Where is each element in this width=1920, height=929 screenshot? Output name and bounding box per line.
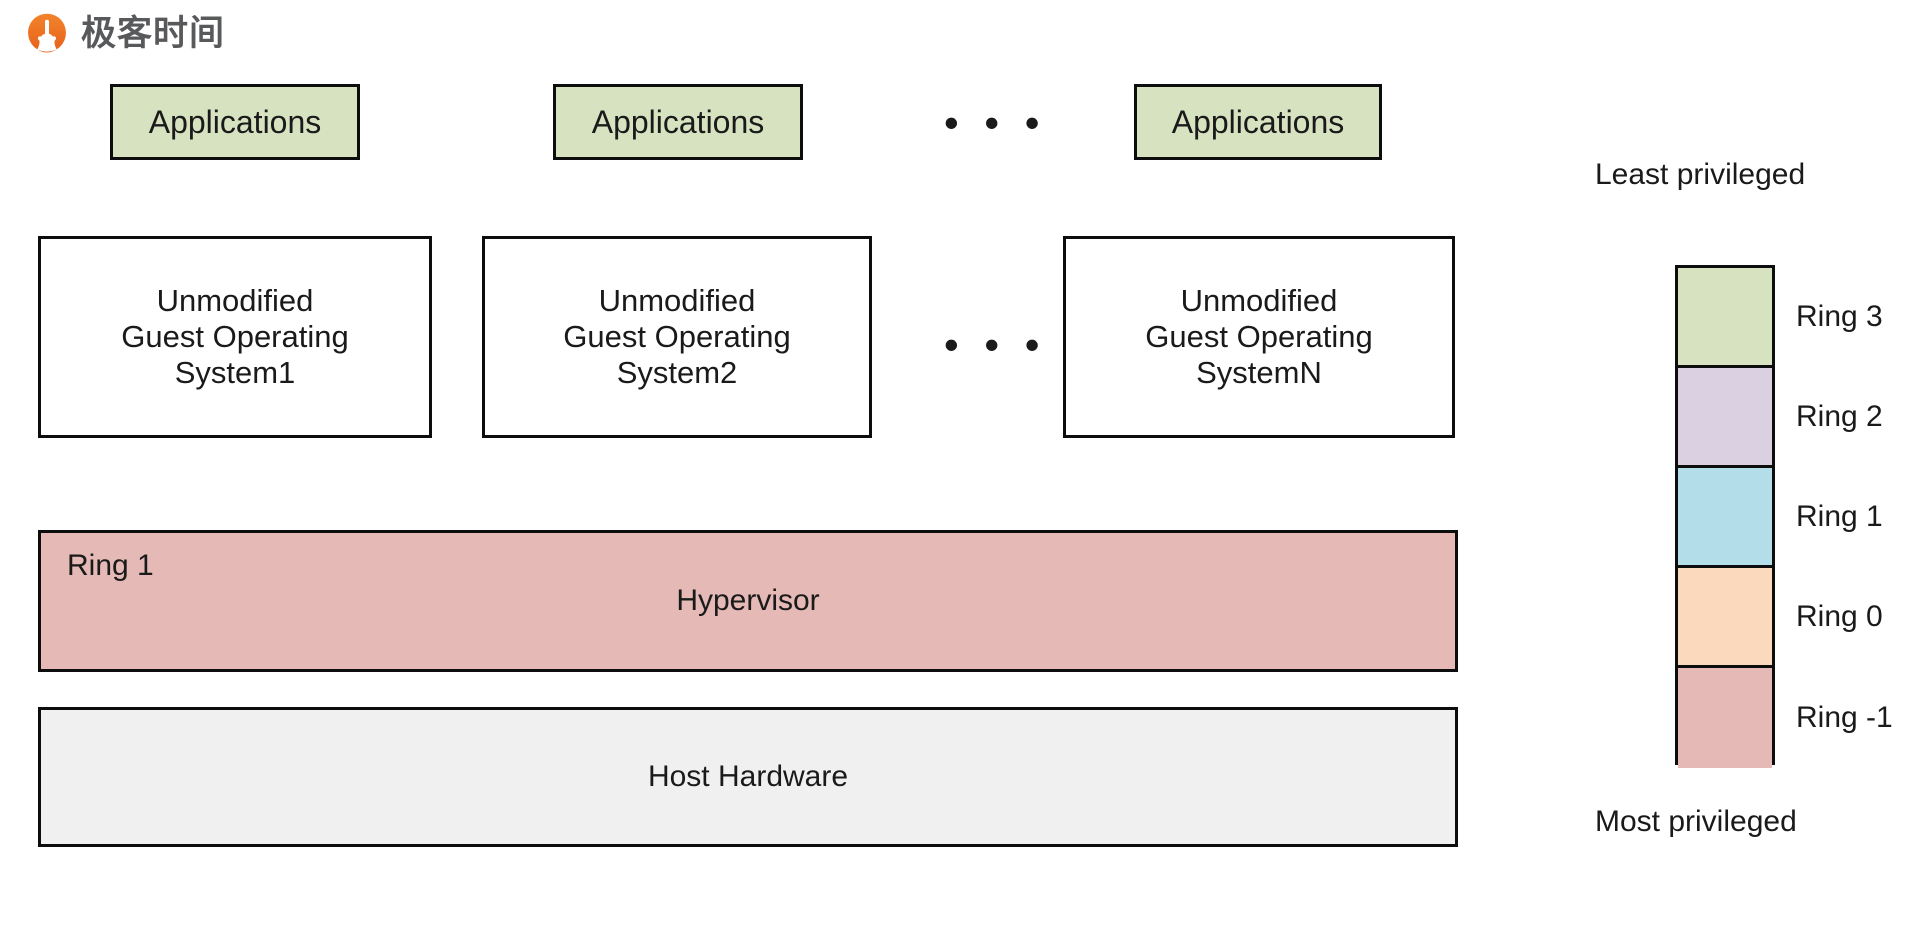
brand-wordmark: 极客时间 bbox=[81, 13, 226, 54]
legend-cell-ring-2-label: Ring 2 bbox=[1796, 399, 1883, 433]
applications-box-2-label: Applications bbox=[591, 103, 765, 140]
host-hardware-bar: Host Hardware bbox=[38, 707, 1458, 847]
legend-cell-ring-3: Ring 3 bbox=[1678, 268, 1883, 368]
legend-cell-ring-1-label: Ring 1 bbox=[1796, 499, 1883, 533]
guest-os-box-2: Unmodified Guest Operating System2 bbox=[482, 236, 872, 438]
guest-os-box-2-label: Unmodified Guest Operating System2 bbox=[563, 283, 791, 390]
guest-os-box-1: Unmodified Guest Operating System1 bbox=[38, 236, 432, 438]
legend-cell-ring-2: Ring 2 bbox=[1678, 368, 1883, 468]
applications-box-3: Applications bbox=[1134, 84, 1382, 160]
legend-cell-ring-0-label: Ring 0 bbox=[1796, 599, 1883, 633]
ring-legend-stack: Ring 3 Ring 2 Ring 1 Ring 0 Ring -1 bbox=[1675, 265, 1893, 768]
legend-cell-ring-0: Ring 0 bbox=[1678, 568, 1883, 668]
legend-most-privileged-label: Most privileged bbox=[1595, 805, 1797, 838]
applications-box-3-label: Applications bbox=[1171, 103, 1345, 140]
guest-os-box-1-label: Unmodified Guest Operating System1 bbox=[121, 283, 349, 390]
legend-least-privileged-label: Least privileged bbox=[1595, 158, 1806, 191]
legend-cell-ring-minus-1: Ring -1 bbox=[1678, 668, 1893, 768]
applications-box-1: Applications bbox=[110, 84, 360, 160]
guest-os-box-3-label: Unmodified Guest Operating SystemN bbox=[1145, 283, 1373, 390]
applications-box-1-label: Applications bbox=[148, 103, 322, 140]
legend-cell-ring-minus-1-label: Ring -1 bbox=[1796, 701, 1893, 734]
hypervisor-label: Hypervisor bbox=[676, 584, 820, 617]
guest-os-box-3: Unmodified Guest Operating SystemN bbox=[1063, 236, 1455, 438]
geekbang-circle-logo-icon bbox=[28, 13, 66, 53]
legend-cell-ring-3-label: Ring 3 bbox=[1796, 299, 1883, 333]
applications-box-2: Applications bbox=[553, 84, 803, 160]
host-hardware-label: Host Hardware bbox=[647, 760, 849, 793]
applications-row-ellipsis: • • • bbox=[944, 99, 1047, 146]
hypervisor-ring-label: Ring 1 bbox=[67, 549, 154, 582]
legend-cell-ring-1: Ring 1 bbox=[1678, 468, 1883, 568]
guest-os-row-ellipsis: • • • bbox=[944, 321, 1047, 368]
brand-logo: 极客时间 bbox=[25, 8, 225, 60]
hypervisor-bar: Ring 1 Hypervisor bbox=[38, 530, 1458, 672]
